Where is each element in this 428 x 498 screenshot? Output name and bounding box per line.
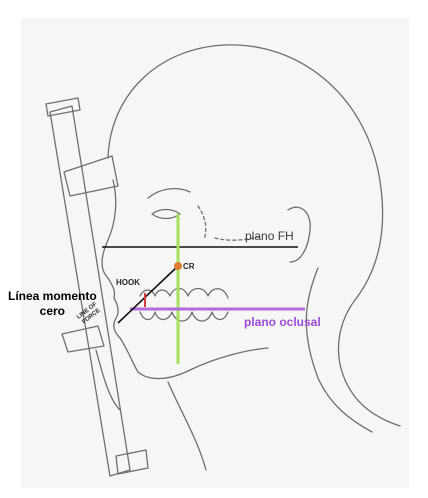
zero-moment-line bbox=[117, 265, 179, 324]
cr-label: CR bbox=[183, 262, 195, 271]
headgear-chin-cup bbox=[61, 325, 105, 353]
eyebrow bbox=[147, 187, 191, 199]
headgear-top-cap bbox=[45, 97, 81, 117]
face-profile bbox=[101, 179, 117, 299]
occlusal-plane-label: plano oclusal bbox=[244, 315, 321, 329]
zero-moment-label-line2: cero bbox=[39, 304, 66, 318]
lips bbox=[113, 297, 121, 339]
zero-moment-label: Línea momento cero bbox=[8, 289, 97, 319]
orbit-dashed bbox=[197, 205, 207, 241]
headgear-lower-cap bbox=[115, 449, 149, 475]
head-outline bbox=[107, 44, 401, 427]
zero-moment-label-line1: Línea momento bbox=[8, 289, 97, 303]
cr-point bbox=[174, 262, 182, 270]
porion-dashed bbox=[214, 235, 263, 241]
hook-label: HOOK bbox=[116, 278, 140, 287]
ear bbox=[287, 206, 311, 263]
headgear-bar bbox=[49, 105, 131, 477]
headgear-brace bbox=[95, 349, 121, 411]
lower-teeth bbox=[139, 311, 229, 322]
headgear-forehead-pad bbox=[63, 155, 119, 197]
fh-plane-label: plano FH bbox=[245, 229, 294, 243]
back-neck-line bbox=[305, 267, 373, 433]
eye bbox=[151, 208, 181, 220]
chin-jaw bbox=[119, 337, 269, 380]
neck-front bbox=[167, 381, 207, 471]
paper-background bbox=[21, 18, 409, 488]
